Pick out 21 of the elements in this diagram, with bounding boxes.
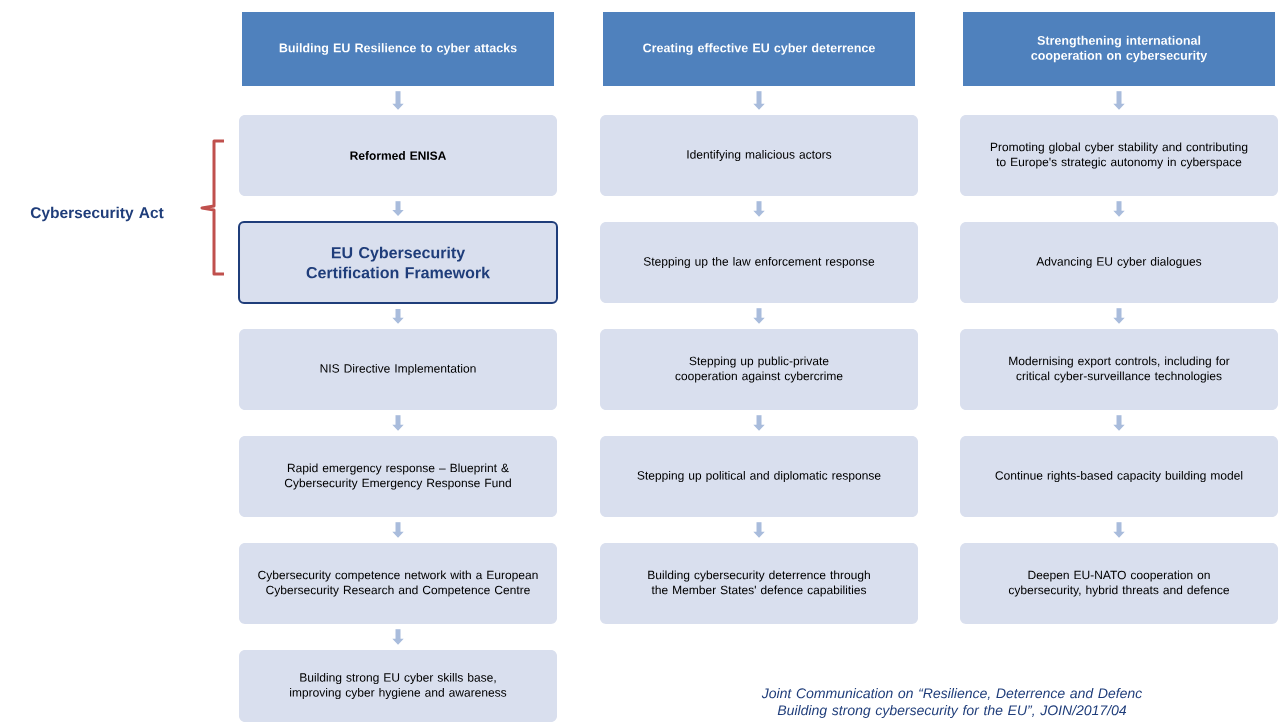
process-box: Continue rights-based capacity building model [960, 436, 1278, 517]
process-box: Rapid emergency response – Blueprint & Cybersecurity Emergency Response Fund [239, 436, 557, 517]
header-box: Creating effective EU cyber deterrence [603, 12, 915, 86]
highlighted-box: EU Cybersecurity Certification Framework [238, 221, 558, 304]
process-box: Stepping up the law enforcement response [600, 222, 918, 303]
process-box: Building strong EU cyber skills base, improving cyber hygiene and awareness [239, 650, 557, 722]
process-box: NIS Directive Implementation [239, 329, 557, 410]
process-box: Stepping up political and diplomatic response [600, 436, 918, 517]
process-box: Modernising export controls, including for critical cyber-surveillance technologies [960, 329, 1278, 410]
process-box: Building cybersecurity deterrence through the Member States' defence capabilities [600, 543, 918, 624]
process-box: Reformed ENISA [239, 115, 557, 196]
header-box: Strengthening international cooperation on cybersecurity [963, 12, 1275, 86]
process-box: Advancing EU cyber dialogues [960, 222, 1278, 303]
process-box: Stepping up public-private cooperation against cybercrime [600, 329, 918, 410]
bracket-label: Cybersecurity Act [30, 206, 164, 222]
process-box: Cybersecurity competence network with a European Cybersecurity Research and Competence Centre [239, 543, 557, 624]
process-box: Deepen EU-NATO cooperation on cybersecurity, hybrid threats and defence [960, 543, 1278, 624]
process-box: Promoting global cyber stability and contributing to Europe's strategic autonomy in cyberspace [960, 115, 1278, 196]
process-box: Identifying malicious actors [600, 115, 918, 196]
header-box: Building EU Resilience to cyber attacks [242, 12, 554, 86]
caption: Joint Communication on “Resilience, Deterrence and Defenc Building strong cybersecurity for the EU”, JOIN/2017/04 [761, 687, 1142, 718]
